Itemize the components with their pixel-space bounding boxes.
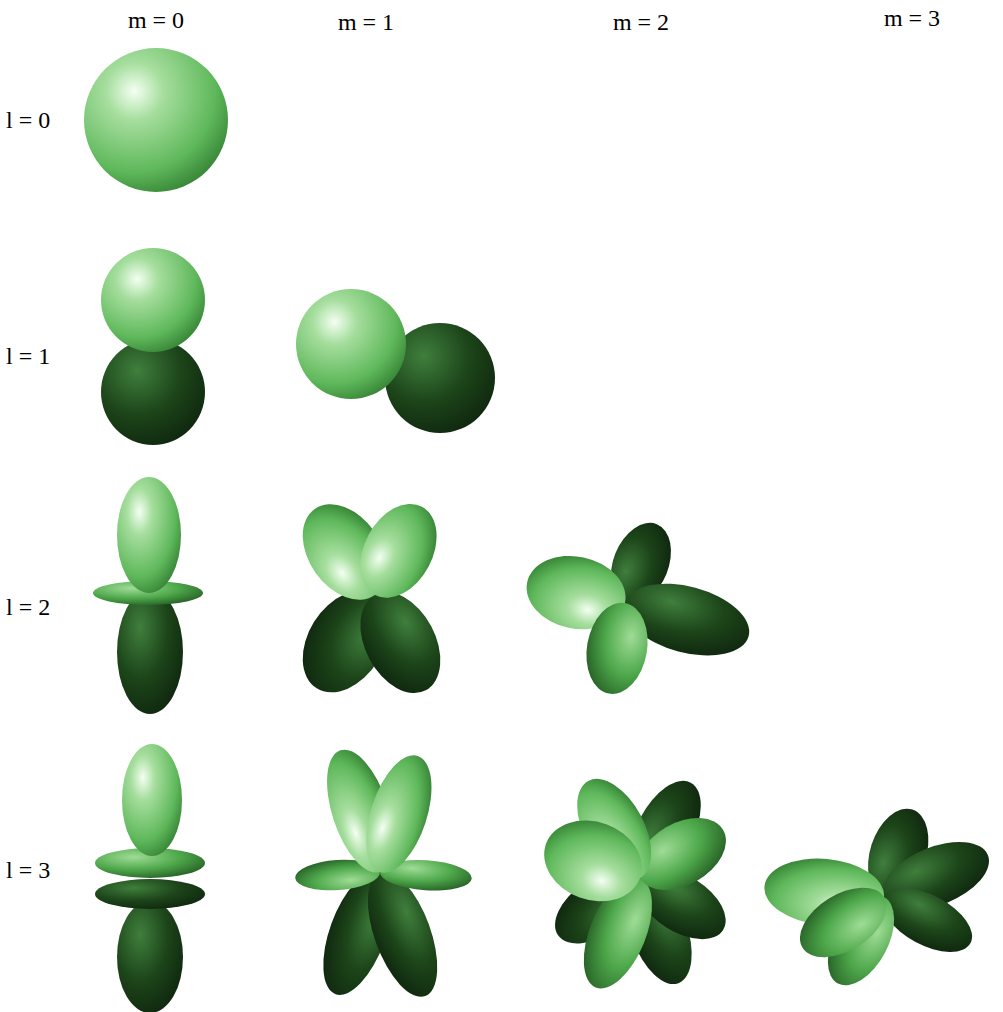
harmonic-lobe [101, 339, 205, 445]
axis-label: l = 1 [6, 344, 50, 368]
harmonic-lobe [345, 491, 452, 611]
harmonic-lobe [117, 590, 183, 714]
harmonic-lobe [353, 747, 444, 880]
axis-label: l = 0 [6, 108, 50, 132]
axis-label: l = 3 [6, 858, 50, 882]
axis-label: m = 3 [884, 6, 940, 30]
harmonic-lobe [117, 901, 183, 1012]
harmonic-lobe [117, 477, 181, 593]
harmonic-lobe [101, 248, 205, 352]
axis-label: l = 2 [6, 595, 50, 619]
harmonic-lobe [296, 289, 406, 399]
axis-label: m = 0 [128, 8, 184, 32]
harmonic-lobe [84, 48, 228, 192]
harmonic-lobe [95, 879, 205, 909]
harmonic-lobe [788, 873, 899, 971]
axis-label: m = 1 [338, 10, 394, 34]
harmonic-lobe [122, 744, 182, 856]
harmonic-lobe [579, 598, 654, 699]
axis-label: m = 2 [613, 10, 669, 34]
harmonic-lobe [533, 807, 654, 914]
